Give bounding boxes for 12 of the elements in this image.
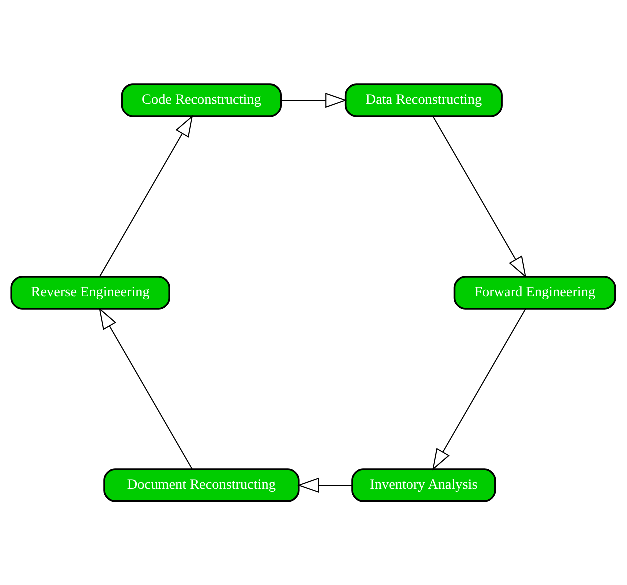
node-box: Forward Engineering (454, 276, 616, 310)
arrow (281, 92, 348, 108)
arrow (99, 114, 194, 277)
node-box: Data Reconstructing (344, 83, 503, 117)
arrow (99, 307, 193, 470)
arrow (297, 477, 352, 493)
node-box: Inventory Analysis (352, 468, 496, 502)
arrow (432, 308, 526, 470)
node-box: Code Reconstructing (121, 83, 282, 117)
node-box: Reverse Engineering (10, 276, 170, 310)
arrow (432, 116, 527, 278)
node-box: Document Reconstructing (104, 468, 300, 502)
